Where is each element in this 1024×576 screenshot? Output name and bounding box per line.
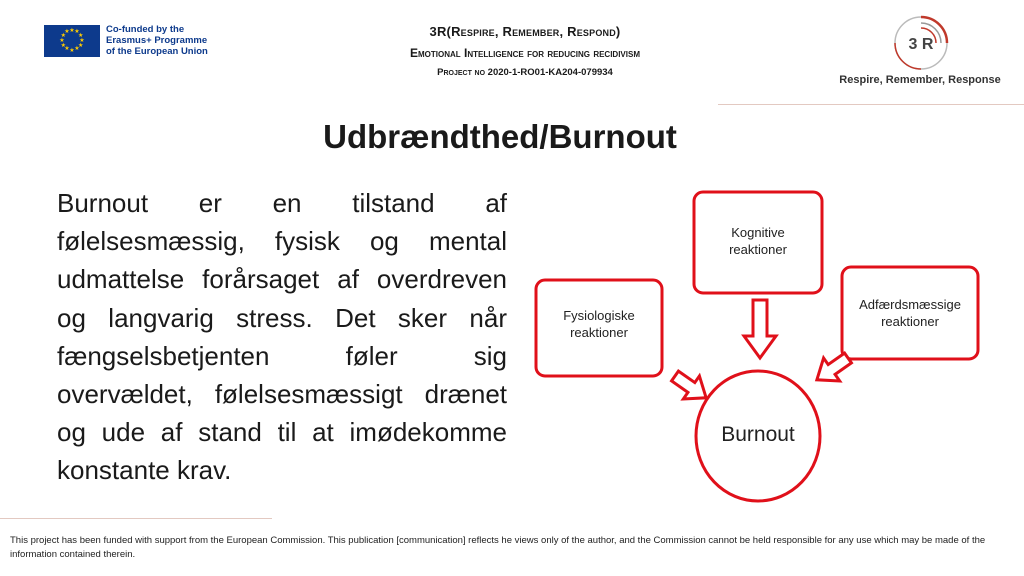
eu-star-icon: ★ [64, 46, 70, 53]
behavioral-reactions-label: Adfærdsmæssige reaktioner [842, 296, 978, 330]
down-arrow-icon [741, 298, 779, 361]
right-down-arrow-icon [669, 368, 709, 401]
eu-star-icon: ★ [60, 42, 67, 49]
eu-logo-line: Erasmus+ Programme [106, 35, 208, 46]
eu-star-icon: ★ [74, 46, 80, 53]
burnout-circle [694, 369, 822, 503]
header-divider [718, 104, 1024, 105]
eu-cofunded-logo: ★★★★★★★★★★★★ Co-funded by the Erasmus+ P… [44, 24, 208, 57]
burnout-description: Burnout er en tilstand af følelsesmæssig… [57, 188, 507, 486]
burnout-center-label: Burnout [721, 423, 795, 446]
eu-star-icon: ★ [74, 28, 80, 35]
physiological-reactions-box [534, 278, 664, 378]
header-project-number: Project no 2020-1-RO01-KA204-079934 [437, 67, 613, 78]
cognitive-reactions-label: Kognitive reaktioner [694, 224, 822, 258]
behavioral-reactions-box [840, 265, 980, 361]
3r-logo: 3 R Respire, Remember, Response [830, 14, 1010, 94]
eu-star-icon: ★ [69, 47, 75, 54]
funding-disclaimer: This project has been funded with suppor… [10, 535, 986, 560]
box-label-line: Kognitive [731, 225, 785, 240]
eu-star-icon: ★ [59, 37, 65, 44]
footer-divider [0, 518, 272, 519]
eu-logo-line: of the European Union [106, 46, 208, 57]
header-project-name: 3R(Respire, Remember, Respond) [429, 24, 621, 39]
box-label-line: reaktioner [570, 325, 628, 340]
eu-star-icon: ★ [60, 32, 67, 39]
eu-star-icon: ★ [79, 37, 85, 44]
eu-star-icon: ★ [77, 32, 84, 39]
eu-star-icon: ★ [69, 27, 75, 34]
eu-logo-text: Co-funded by the Erasmus+ Programme of t… [106, 24, 208, 57]
box-label-line: Adfærdsmæssige [859, 297, 961, 312]
3r-logo-tagline: Respire, Remember, Response [839, 74, 1001, 86]
eu-star-icon: ★ [64, 28, 70, 35]
project-header: 3R(Respire, Remember, Respond) Emotional… [300, 24, 750, 78]
physiological-reactions-label: Fysiologiske reaktioner [536, 307, 662, 341]
box-label-line: Fysiologiske [563, 308, 635, 323]
3r-logo-mark-text: 3 R [909, 36, 934, 53]
eu-logo-line: Co-funded by the [106, 24, 185, 35]
eu-star-icon: ★ [77, 42, 84, 49]
3r-logo-mark-icon: 3 R [894, 15, 949, 70]
cognitive-reactions-box [692, 190, 824, 295]
left-down-arrow-icon [814, 350, 854, 383]
box-label-line: reaktioner [729, 242, 787, 257]
header-project-subtitle: Emotional Intelligence for reducing reci… [409, 46, 640, 60]
box-label-line: reaktioner [881, 314, 939, 329]
slide-title: Udbrændthed/Burnout [323, 118, 677, 155]
eu-flag-icon: ★★★★★★★★★★★★ [44, 24, 100, 57]
